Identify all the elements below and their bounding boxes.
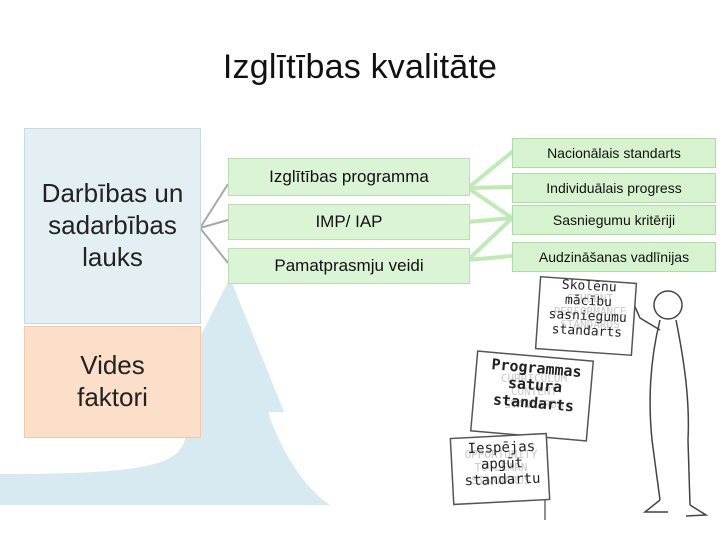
left-connectors <box>199 183 229 264</box>
panel-action-cooperation: Darbības un sadarbības lauks <box>24 128 201 324</box>
box-upbringing-guidelines-label: Audzināšanas vadlīnijas <box>538 249 690 265</box>
box-national-standard: Nacionālais standarts <box>512 138 716 168</box>
box-education-program: Izglītības programma <box>228 158 470 196</box>
top-sign-board <box>534 275 638 357</box>
page-title: Izglītības kvalitāte <box>222 48 498 86</box>
box-achievement-criteria-label: Sasniegumu kritēriji <box>552 212 676 228</box>
box-national-standard-label: Nacionālais standarts <box>547 145 681 161</box>
right-connectors <box>466 150 514 262</box>
top-sign-background-text: STUDENT PERFORMANCE STANDARDS <box>553 292 627 332</box>
bottom-sign-background-text: OPPORTUNITY TO LEARN STANDARDS <box>464 448 538 488</box>
box-basic-skills-label: Pamatprasmju veidi <box>274 256 424 275</box>
middle-sign-text: Programmas satura standarts <box>490 355 583 415</box>
box-imp-iap-label: IMP/ IAP <box>315 212 383 231</box>
box-basic-skills: Pamatprasmju veidi <box>228 248 470 284</box>
panel-action-cooperation-label: Darbības un sadarbības lauks <box>41 178 184 272</box>
curved-arrow-icon <box>0 278 330 505</box>
box-education-program-label: Izglītības programma <box>269 167 429 186</box>
bottom-sign-text: Iespējas apgūt standartu <box>464 438 541 490</box>
box-achievement-criteria: Sasniegumu kritēriji <box>512 205 716 235</box>
person-holding-signs-icon <box>544 290 709 520</box>
bottom-sign-board <box>449 432 551 506</box>
box-upbringing-guidelines: Audzināšanas vadlīnijas <box>512 242 716 272</box>
top-sign-text: Skolēnu mācību sasniegumu standarts <box>548 277 628 341</box>
panel-environment-factors-label: Vides faktori <box>77 350 148 412</box>
box-imp-iap: IMP/ IAP <box>228 204 470 240</box>
box-individual-progress-label: Individuālais progress <box>546 180 682 196</box>
panel-environment-factors: Vides faktori <box>24 326 201 438</box>
middle-sign-background-text: CURRICULUM CONTENT STANDARDS <box>500 372 568 412</box>
box-individual-progress: Individuālais progress <box>512 173 716 203</box>
